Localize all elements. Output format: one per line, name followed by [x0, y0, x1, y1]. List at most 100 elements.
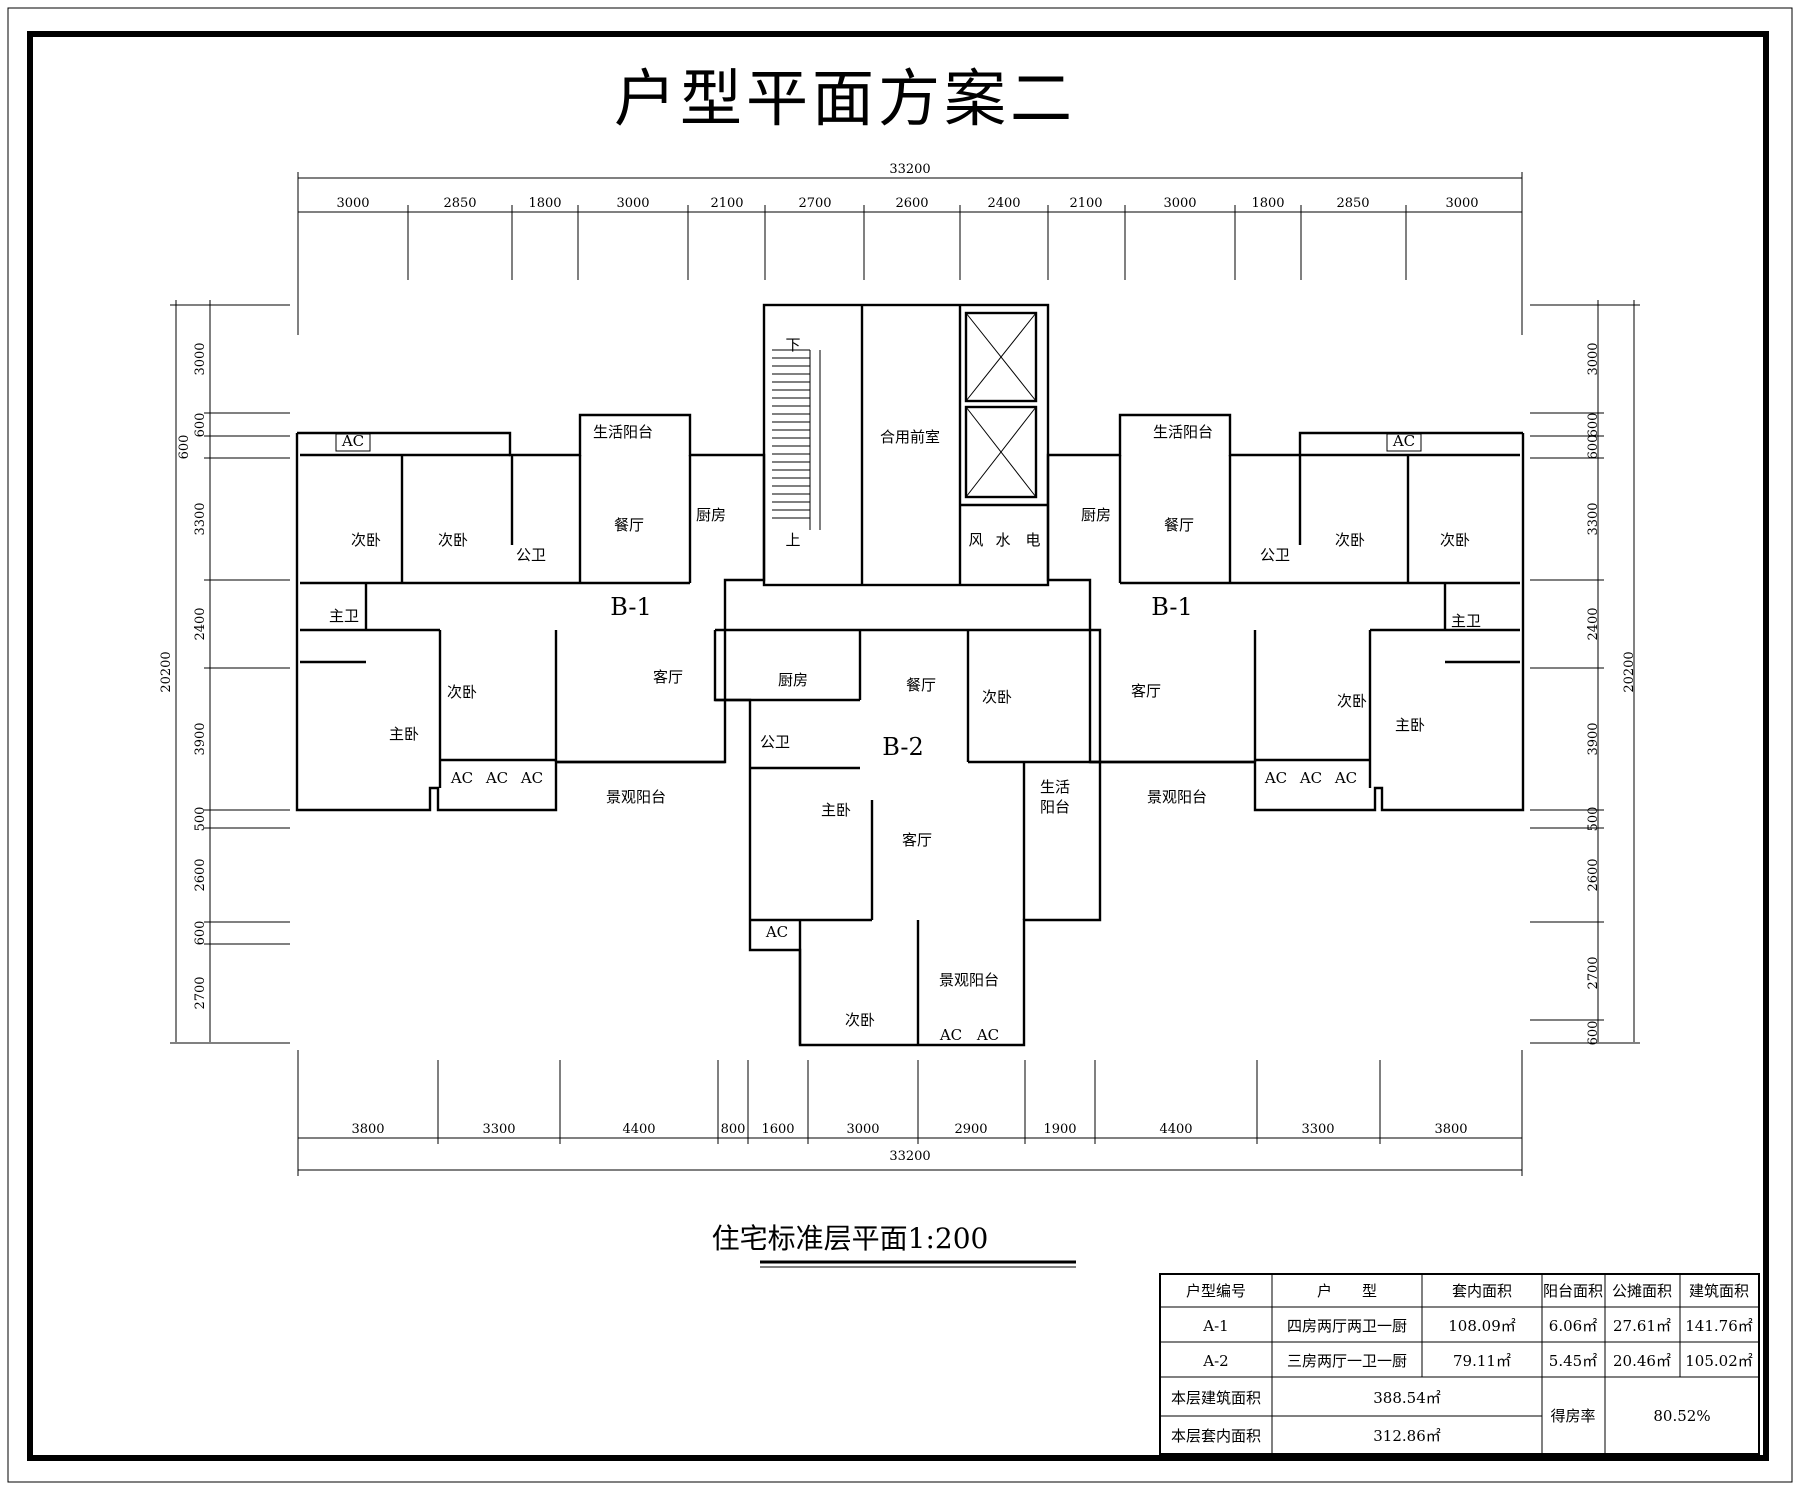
room-label-jingguan-yangtai: 景观阳台: [939, 971, 999, 989]
table-cell: 四房两厅两卫一厨: [1287, 1317, 1407, 1335]
stair-up-label: 上: [785, 531, 800, 549]
room-label-shenghuo-yangtai: 生活阳台: [1153, 423, 1213, 441]
room-label-gong-wei: 公卫: [760, 733, 790, 751]
room-label-shenghuo-yangtai: 生活阳台: [593, 423, 653, 441]
top-dim: 2100: [710, 196, 743, 211]
right-dim: 2600: [1586, 858, 1601, 891]
floor-inner-area-value: 312.86㎡: [1373, 1427, 1441, 1445]
room-label-zhu-wei: 主卫: [1451, 612, 1481, 630]
unit-label-b1-left: B-1: [610, 593, 651, 621]
plan-subtitle: 住宅标准层平面1:200: [712, 1222, 989, 1255]
shaft-label-dian: 电: [1025, 531, 1040, 549]
ac-unit-label: AC: [1392, 432, 1415, 450]
top-dim: 2400: [987, 196, 1020, 211]
ac-unit-label: AC: [1264, 769, 1287, 787]
table-header: 阳台面积: [1543, 1282, 1603, 1300]
left-dim: 600: [193, 921, 208, 946]
bottom-dim: 1900: [1043, 1122, 1076, 1137]
right-dim: 500: [1586, 807, 1601, 832]
dimension-lines: [170, 172, 1640, 1176]
room-label-gong-wei: 公卫: [1260, 546, 1290, 564]
room-label-shenghuo: 生活: [1040, 778, 1070, 796]
room-label-ci-wo: 次卧: [982, 688, 1012, 706]
ratio-value: 80.52%: [1653, 1407, 1710, 1425]
right-dim: 3900: [1586, 722, 1601, 755]
table-cell: 141.76㎡: [1685, 1317, 1753, 1335]
bottom-dim: 3300: [482, 1122, 515, 1137]
top-total-dim: 33200: [889, 162, 930, 177]
table-cell: 105.02㎡: [1685, 1352, 1753, 1370]
outer-frame: [7, 7, 1793, 1483]
ac-unit-label: AC: [976, 1026, 999, 1044]
unit-labels: B-1 B-1 B-2: [610, 593, 1192, 761]
ac-unit-label: AC: [485, 769, 508, 787]
room-labels: AC 生活阳台 次卧 次卧 公卫 餐厅 厨房 下 上 合用前室 风 水 电 厨房…: [329, 336, 1481, 1044]
bottom-dim: 3800: [351, 1122, 384, 1137]
top-dimensions: 33200 3000 2850 1800 3000 2100 2700 2600…: [336, 162, 1478, 211]
room-label-ci-wo: 次卧: [1337, 692, 1367, 710]
top-dim: 2100: [1069, 196, 1102, 211]
room-label-he-yong-qian-shi: 合用前室: [880, 428, 940, 446]
table-cell: 6.06㎡: [1549, 1317, 1597, 1335]
top-dim: 2850: [443, 196, 476, 211]
top-dim: 3000: [616, 196, 649, 211]
top-dim: 2700: [798, 196, 831, 211]
left-total-dim: 20200: [159, 651, 174, 692]
room-label-ci-wo: 次卧: [1335, 531, 1365, 549]
stair-treads: [772, 312, 1037, 530]
ac-unit-label: AC: [341, 432, 364, 450]
right-total-dim: 20200: [1622, 651, 1637, 692]
ac-unit-label: AC: [450, 769, 473, 787]
left-dim: 600: [193, 413, 208, 438]
table-cell: 5.45㎡: [1549, 1352, 1597, 1370]
left-dim: 3000: [193, 342, 208, 375]
table-header: 公摊面积: [1612, 1282, 1672, 1300]
top-dim: 3000: [1163, 196, 1196, 211]
top-dim: 2850: [1336, 196, 1369, 211]
bottom-dim: 2900: [954, 1122, 987, 1137]
room-label-ci-wo: 次卧: [1440, 531, 1470, 549]
area-table: 户型编号 户 型 套内面积 阳台面积 公摊面积 建筑面积 A-1 四房两厅两卫一…: [1159, 1273, 1760, 1455]
left-dim: 2700: [193, 976, 208, 1009]
room-label-ci-wo: 次卧: [438, 531, 468, 549]
room-label-gong-wei: 公卫: [516, 546, 546, 564]
wall-outlines: [295, 303, 1525, 1047]
room-label-ci-wo: 次卧: [447, 683, 477, 701]
stair-down-label: 下: [785, 336, 800, 354]
ac-unit-label: AC: [1299, 769, 1322, 787]
bottom-dim: 4400: [622, 1122, 655, 1137]
room-label-ci-wo: 次卧: [845, 1011, 875, 1029]
room-label-can-ting: 餐厅: [614, 516, 644, 534]
top-dim: 1800: [528, 196, 561, 211]
bottom-dim: 3000: [846, 1122, 879, 1137]
top-dim: 3000: [1445, 196, 1478, 211]
table-header: 套内面积: [1452, 1282, 1512, 1300]
room-label-can-ting: 餐厅: [1164, 516, 1194, 534]
table-header: 户型编号: [1186, 1282, 1246, 1300]
left-dim: 600: [177, 435, 192, 460]
table-border: [1159, 1273, 1760, 1455]
top-dim: 2600: [895, 196, 928, 211]
table-grid: [1160, 1274, 1759, 1454]
table-cell: 20.46㎡: [1613, 1352, 1671, 1370]
room-label-jingguan-yangtai: 景观阳台: [606, 788, 666, 806]
inner-frame: [27, 31, 1769, 1461]
room-label-zhu-wo: 主卧: [821, 801, 851, 819]
floor-building-area-value: 388.54㎡: [1373, 1389, 1441, 1407]
ac-unit-label: AC: [939, 1026, 962, 1044]
unit-label-b2: B-2: [882, 733, 923, 761]
floor-building-area-label: 本层建筑面积: [1171, 1389, 1261, 1407]
top-dim: 3000: [336, 196, 369, 211]
room-label-zhu-wo: 主卧: [1395, 716, 1425, 734]
bottom-dim: 800: [721, 1122, 746, 1137]
right-dim: 2400: [1586, 607, 1601, 640]
table-cell: 27.61㎡: [1613, 1317, 1671, 1335]
room-label-chu-fang: 厨房: [1081, 506, 1111, 524]
room-label-ci-wo: 次卧: [351, 531, 381, 549]
bottom-total-dim: 33200: [889, 1149, 930, 1164]
ac-unit-box: [335, 433, 371, 452]
room-label-ke-ting: 客厅: [653, 668, 683, 686]
bottom-dim: 1600: [761, 1122, 794, 1137]
